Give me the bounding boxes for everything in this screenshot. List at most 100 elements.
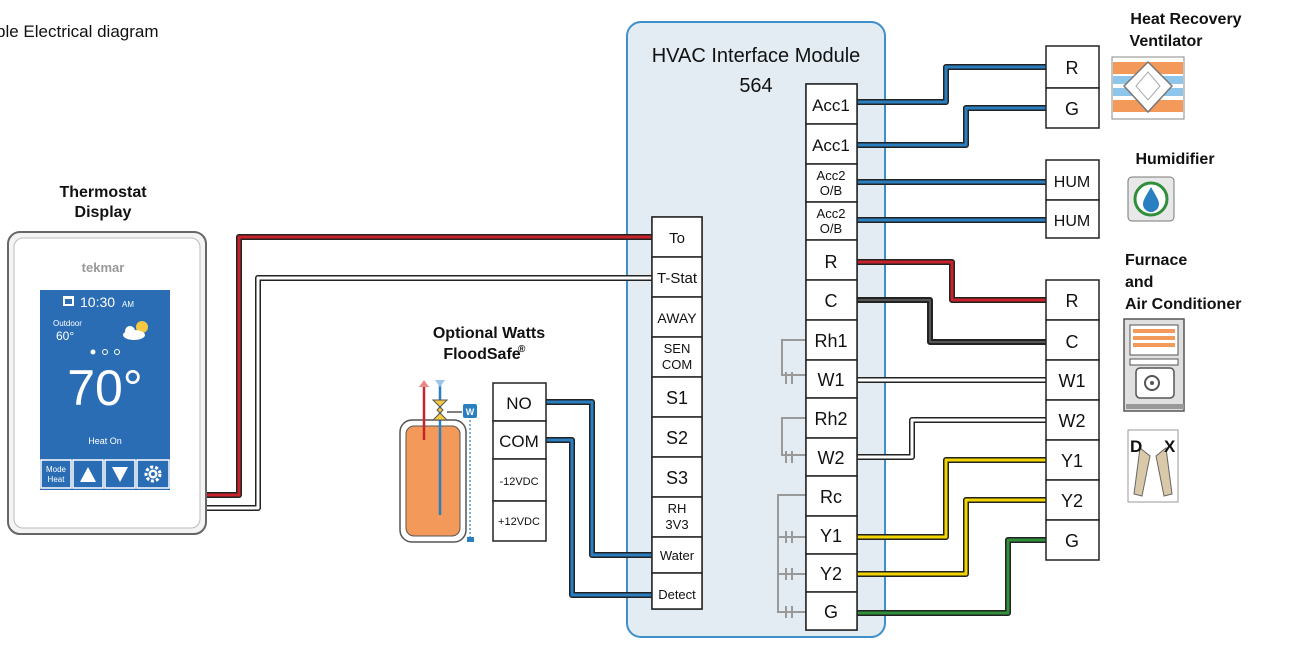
terminal-label: W1: [818, 370, 845, 390]
terminal-water[interactable]: Water: [651, 536, 703, 574]
hrv-title-line2: Ventilator: [1130, 33, 1203, 50]
terminal-label: S1: [666, 388, 688, 408]
humidifier-terminal-block: HUM HUM: [1045, 159, 1100, 239]
floodsafe-terminal-com[interactable]: COM: [492, 420, 547, 460]
furnace-title-line1: Furnace: [1125, 252, 1187, 269]
thermostat-device: tekmar 10:30 AM Outdoor 60° 70° Heat On …: [7, 231, 207, 535]
terminal-label: Y2: [1061, 491, 1083, 511]
module-model: 564: [739, 75, 772, 97]
heat-recovery-ventilator-icon: [1111, 56, 1185, 120]
floodsafe-terminal-pos12vdc[interactable]: +12VDC: [492, 500, 547, 542]
terminal-rc[interactable]: Rc: [805, 475, 858, 517]
terminal-acc2-ob-b[interactable]: Acc2 O/B: [805, 201, 858, 241]
terminal-detect[interactable]: Detect: [651, 572, 703, 610]
dx-label-d: D: [1130, 437, 1142, 456]
terminal-label: Water: [660, 548, 695, 563]
terminal-s1[interactable]: S1: [651, 376, 703, 418]
settings-button[interactable]: [136, 459, 170, 489]
furnace-title-line2: and: [1125, 274, 1153, 291]
furnace-terminal-y2[interactable]: Y2: [1045, 479, 1100, 521]
terminal-acc1-a[interactable]: Acc1: [805, 83, 858, 125]
thermostat-title-line2: Display: [75, 204, 132, 221]
furnace-terminal-y1[interactable]: Y1: [1045, 439, 1100, 481]
thermostat-time: 10:30: [80, 294, 115, 310]
terminal-r[interactable]: R: [805, 239, 858, 281]
terminal-label: S2: [666, 428, 688, 448]
terminal-to[interactable]: To: [651, 216, 703, 258]
terminal-label: Detect: [658, 587, 696, 602]
floodsafe-terminal-no[interactable]: NO: [492, 382, 547, 422]
water-heater-icon: [399, 380, 474, 543]
floodsafe-registered-mark: ®: [518, 344, 526, 355]
floodsafe-title-line2: FloodSafe: [443, 346, 520, 363]
module-title: HVAC Interface Module: [652, 45, 861, 67]
terminal-away[interactable]: AWAY: [651, 296, 703, 338]
furnace-terminal-w1[interactable]: W1: [1045, 359, 1100, 401]
terminal-w1[interactable]: W1: [805, 359, 858, 399]
furnace-terminal-r[interactable]: R: [1045, 279, 1100, 321]
hrv-title-line1: Heat Recovery: [1130, 11, 1241, 28]
terminal-label-line1: Acc2: [817, 168, 846, 183]
up-button[interactable]: [72, 459, 104, 489]
terminal-w2[interactable]: W2: [805, 437, 858, 477]
terminal-label: Rh1: [814, 331, 847, 351]
page-indicator: [90, 349, 120, 355]
thermostat-time-suffix: AM: [122, 300, 134, 309]
terminal-label: R: [1066, 58, 1079, 78]
terminal-label: C: [825, 291, 838, 311]
terminal-acc2-ob-a[interactable]: Acc2 O/B: [805, 163, 858, 203]
terminal-label: R: [1066, 291, 1079, 311]
terminal-label: Y2: [820, 564, 842, 584]
terminal-label: Y1: [820, 526, 842, 546]
mode-label: Mode: [46, 465, 67, 474]
terminal-label: Acc1: [812, 136, 850, 155]
humidifier-title: Humidifier: [1135, 151, 1214, 168]
terminal-label: COM: [499, 432, 539, 451]
terminal-sen-com[interactable]: SEN COM: [651, 336, 703, 378]
humidifier-terminal-hum-b[interactable]: HUM: [1045, 199, 1100, 239]
terminal-acc1-b[interactable]: Acc1: [805, 123, 858, 165]
arrow-up-icon: [80, 467, 96, 482]
terminal-rh2[interactable]: Rh2: [805, 397, 858, 439]
terminal-g[interactable]: G: [805, 591, 858, 631]
terminal-y2[interactable]: Y2: [805, 553, 858, 593]
module-right-terminal-block: Acc1 Acc1 Acc2 O/B Acc2 O/B R C Rh1: [805, 83, 858, 631]
terminal-label: Rh2: [814, 409, 847, 429]
hrv-terminal-g[interactable]: G: [1045, 87, 1100, 129]
terminal-c[interactable]: C: [805, 279, 858, 321]
terminal-s3[interactable]: S3: [651, 456, 703, 498]
wires: [207, 64, 1046, 616]
thermostat-screen: [40, 290, 170, 490]
terminal-rh-3v3[interactable]: RH 3V3: [651, 496, 703, 538]
terminal-label: W2: [1059, 411, 1086, 431]
terminal-label: HUM: [1054, 174, 1090, 191]
terminal-label-line2: O/B: [820, 221, 842, 236]
terminal-s2[interactable]: S2: [651, 416, 703, 458]
terminal-label: +12VDC: [498, 516, 540, 528]
hrv-terminal-r[interactable]: R: [1045, 45, 1100, 89]
terminal-label: W2: [818, 448, 845, 468]
terminal-rh1[interactable]: Rh1: [805, 319, 858, 361]
hrv-terminal-block: R G: [1045, 45, 1100, 129]
terminal-label: G: [1065, 531, 1079, 551]
terminal-label-line2: O/B: [820, 183, 842, 198]
page-title: ple Electrical diagram: [0, 22, 159, 41]
furnace-terminal-block: R C W1 W2 Y1 Y2 G: [1045, 279, 1100, 561]
furnace-terminal-c[interactable]: C: [1045, 319, 1100, 361]
terminal-y1[interactable]: Y1: [805, 515, 858, 555]
terminal-label-line1: SEN: [664, 341, 691, 356]
floodsafe-terminal-neg12vdc[interactable]: -12VDC: [492, 458, 547, 502]
terminal-label: G: [824, 602, 838, 622]
humidifier-terminal-hum-a[interactable]: HUM: [1045, 159, 1100, 201]
heat-status: Heat On: [88, 436, 122, 446]
terminal-label: To: [669, 230, 685, 247]
terminal-label: G: [1065, 99, 1079, 119]
down-button[interactable]: [104, 459, 136, 489]
terminal-label: S3: [666, 468, 688, 488]
terminal-label-line2: 3V3: [665, 517, 688, 532]
terminal-t-stat[interactable]: T-Stat: [651, 256, 703, 298]
furnace-terminal-w2[interactable]: W2: [1045, 399, 1100, 441]
furnace-terminal-g[interactable]: G: [1045, 519, 1100, 561]
mode-button[interactable]: Mode Heat: [40, 459, 72, 489]
